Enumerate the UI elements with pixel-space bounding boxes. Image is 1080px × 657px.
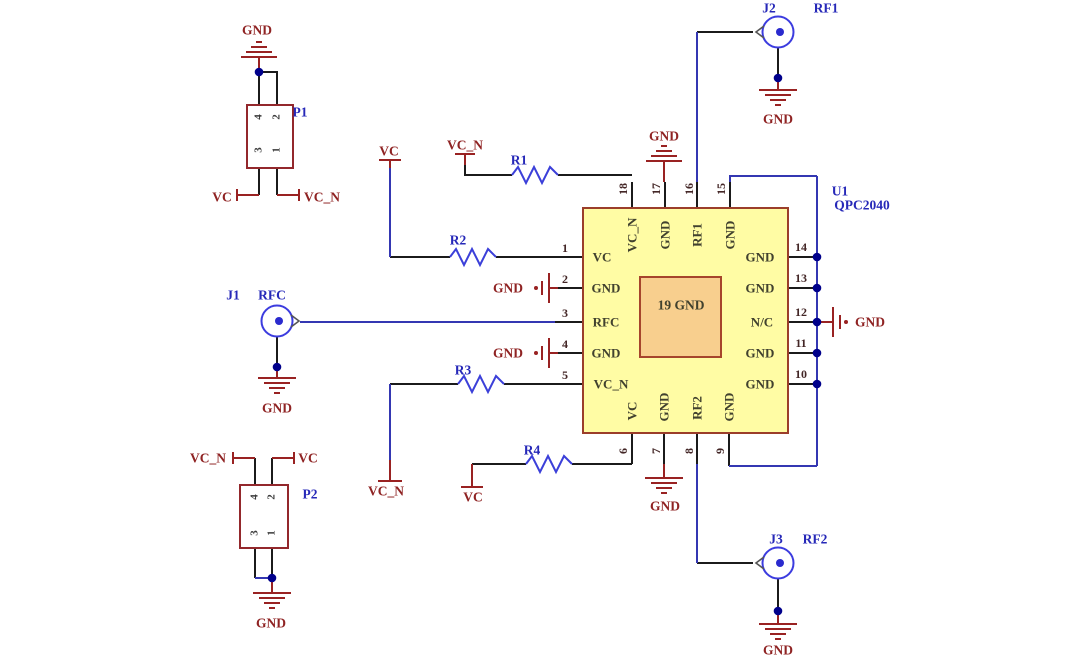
resistors	[449, 164, 573, 475]
pin-name-gnd11: GND	[745, 345, 775, 361]
net-label-gnd-pin4: GND	[493, 345, 523, 361]
pin-name-gnd14: GND	[745, 249, 775, 265]
pin-number-15: 15	[714, 183, 728, 195]
header-p1-body[interactable]	[246, 104, 294, 169]
junction-dots	[254, 67, 822, 616]
designator-j3: J3	[769, 531, 783, 547]
port-label-vc-p2: VC	[298, 450, 318, 466]
p2-pin-1: 1	[265, 530, 278, 536]
pin-number-2: 2	[562, 272, 568, 286]
pin-name-rf1: RF1	[689, 223, 705, 247]
pin-number-10: 10	[795, 367, 807, 381]
p2-pin-2: 2	[265, 494, 278, 500]
net-label-gnd-p2: GND	[256, 615, 286, 631]
pin-name-rfc: RFC	[592, 314, 620, 330]
resistor-r1-body[interactable]	[511, 164, 559, 186]
pin-name-nc12: N/C	[750, 314, 774, 330]
pin-number-11: 11	[795, 336, 807, 350]
pin-number-6: 6	[616, 448, 630, 454]
part-number-u1: QPC2040	[834, 197, 890, 213]
pin-name-gnd17: GND	[657, 220, 673, 250]
pin-number-8: 8	[682, 448, 696, 454]
coax-stub-glyphs	[290, 25, 765, 570]
designator-j2: J2	[762, 0, 776, 16]
resistor-r4-body[interactable]	[525, 453, 573, 475]
pin-name-gnd9: GND	[721, 392, 737, 422]
pin-number-12: 12	[795, 305, 807, 319]
pin-name-gnd4: GND	[591, 345, 621, 361]
net-label-gnd-j2: GND	[763, 111, 793, 127]
pin-number-7: 7	[649, 448, 663, 454]
pin-name-vc6: VC	[624, 401, 640, 421]
thermal-pad-label: 19 GND	[657, 297, 705, 313]
pin-name-vc: VC	[592, 249, 612, 265]
wires-black	[254, 31, 817, 611]
gnd-symbols	[241, 41, 848, 640]
pin-name-vcn18: VC_N	[624, 217, 640, 253]
pin-number-3: 3	[562, 306, 568, 320]
header-p2-body[interactable]	[239, 484, 289, 549]
resistor-r2-body[interactable]	[449, 246, 497, 268]
port-label-vcn-p1: VC_N	[304, 189, 340, 205]
pin-name-rf2: RF2	[689, 396, 705, 420]
designator-p1: P1	[292, 104, 308, 120]
net-label-gnd-j1: GND	[262, 400, 292, 416]
p1-pin-1: 1	[270, 147, 283, 153]
net-label-gnd-pin12: GND	[855, 314, 885, 330]
pin-number-14: 14	[795, 240, 807, 254]
designator-r3: R3	[454, 362, 472, 378]
net-name-rf2: RF2	[802, 531, 828, 547]
coax-center-pins	[275, 28, 784, 567]
pin-number-9: 9	[713, 448, 727, 454]
net-label-gnd-p1: GND	[242, 22, 272, 38]
p1-pin-3: 3	[252, 147, 265, 153]
pin-name-vcn5: VC_N	[593, 376, 629, 392]
pin-number-13: 13	[795, 271, 807, 285]
pin-name-gnd15: GND	[722, 220, 738, 250]
power-label-vcn-top: VC_N	[447, 137, 483, 153]
power-label-vc-bot: VC	[463, 489, 483, 505]
pin-number-18: 18	[616, 183, 630, 195]
port-label-vcn-p2: VC_N	[190, 450, 226, 466]
pin-name-gnd10: GND	[745, 376, 775, 392]
net-label-gnd-pin17: GND	[649, 128, 679, 144]
resistor-r3-body[interactable]	[457, 373, 505, 395]
pin-name-gnd13: GND	[745, 280, 775, 296]
net-label-gnd-pin7: GND	[650, 498, 680, 514]
net-name-rfc: RFC	[258, 287, 286, 303]
port-label-vc-p1: VC	[212, 189, 232, 205]
p2-pin-3: 3	[248, 530, 261, 536]
designator-j1: J1	[226, 287, 240, 303]
pin-number-16: 16	[682, 183, 696, 195]
power-label-vc-top: VC	[379, 143, 399, 159]
p2-pin-4: 4	[248, 494, 261, 500]
wires-red	[232, 57, 833, 624]
pin-number-5: 5	[562, 368, 568, 382]
pin-number-17: 17	[649, 183, 663, 195]
pin-name-gnd7: GND	[656, 392, 672, 422]
pin-number-1: 1	[562, 241, 568, 255]
net-name-rf1: RF1	[813, 0, 839, 16]
designator-u1: U1	[831, 183, 849, 199]
power-label-vcn-bot: VC_N	[368, 483, 404, 499]
designator-p2: P2	[302, 486, 318, 502]
net-label-gnd-j3: GND	[763, 642, 793, 657]
designator-r4: R4	[523, 442, 541, 458]
pin-number-4: 4	[562, 337, 568, 351]
pin-name-gnd2: GND	[591, 280, 621, 296]
designator-r1: R1	[510, 152, 528, 168]
p1-pin-2: 2	[270, 114, 283, 120]
ic-u1-thermal-pad	[639, 276, 722, 358]
designator-r2: R2	[449, 232, 467, 248]
p1-pin-4: 4	[252, 114, 265, 120]
net-label-gnd-pin2: GND	[493, 280, 523, 296]
